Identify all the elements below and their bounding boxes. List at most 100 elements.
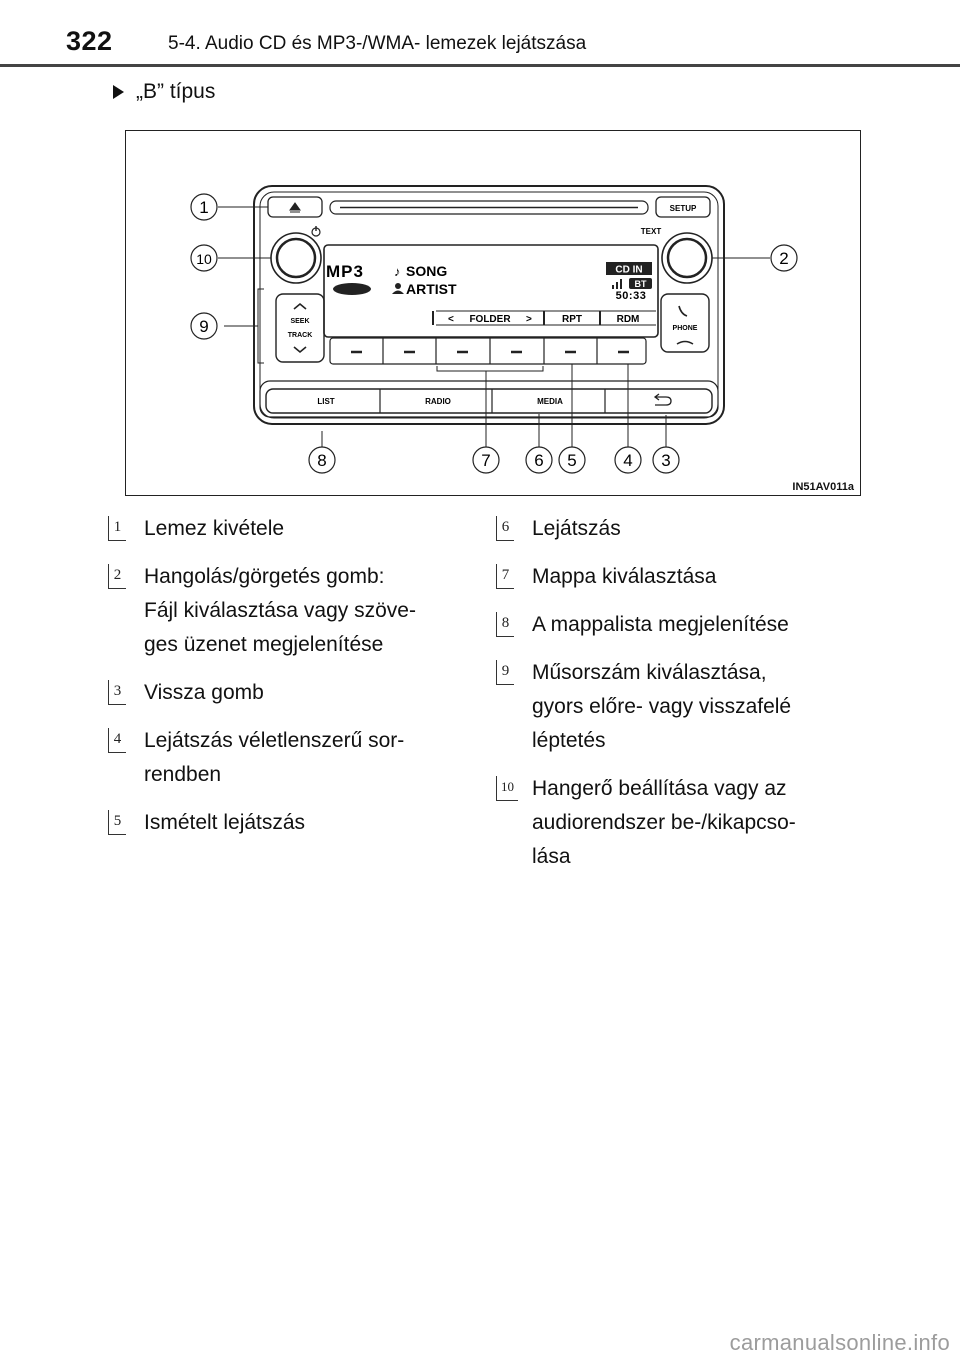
- tune-scroll-knob: [661, 232, 713, 284]
- legend-text: Hangerő beállítása vagy az audiorendszer…: [532, 777, 796, 868]
- figure-code: IN51AV011a: [792, 481, 854, 493]
- list-label: LIST: [317, 397, 334, 406]
- person-icon: [392, 283, 404, 294]
- svg-text:1: 1: [199, 198, 208, 217]
- track-label: TRACK: [288, 332, 313, 339]
- power-icon: [311, 226, 321, 237]
- setup-button: SETUP: [655, 196, 711, 218]
- svg-text:8: 8: [317, 451, 326, 470]
- seek-label: SEEK: [290, 318, 309, 325]
- signal-icon: [612, 279, 622, 289]
- legend-text: Lejátszás véletlenszerű sor- rendben: [144, 729, 405, 786]
- callouts: 1 10 9 2 8 7 6 5 4 3: [190, 193, 798, 474]
- legend-right: 6 Lejátszás 7 Mappa kiválasztása 8 A map…: [496, 512, 856, 888]
- legend-text: A mappalista megjelenítése: [532, 613, 789, 636]
- cd-slot: [329, 200, 649, 215]
- media-label: MEDIA: [537, 397, 563, 406]
- time-display: 50:33: [616, 290, 647, 302]
- rdm-label: RDM: [617, 314, 640, 325]
- legend-item: 5 Ismételt lejátszás: [108, 806, 468, 840]
- bt-badge: [629, 278, 652, 289]
- callout-8: 8: [308, 446, 336, 474]
- eject-icon: [289, 202, 301, 213]
- legend-number: 4: [108, 728, 126, 753]
- phone-pickup-icon: [678, 305, 688, 317]
- note-icon: ♪: [394, 264, 401, 279]
- legend-item: 1 Lemez kivétele: [108, 512, 468, 546]
- bottom-button-bar: LIST RADIO MEDIA: [265, 388, 713, 414]
- radio-illustration: SETUP TEXT MP3 ♪ SONG ARTIST CD IN: [190, 185, 798, 474]
- folder-label: FOLDER: [469, 314, 511, 325]
- svg-text:7: 7: [481, 451, 490, 470]
- legend-text: Ismételt lejátszás: [144, 811, 306, 834]
- source-badge-label: CD IN: [615, 265, 642, 276]
- format-label: MP3: [326, 262, 364, 281]
- svg-text:>: >: [526, 314, 532, 325]
- watermark: carmanualsonline.info: [729, 1330, 950, 1355]
- legend-number: 10: [496, 776, 518, 801]
- text-label: TEXT: [641, 227, 662, 236]
- rpt-label: RPT: [562, 314, 582, 325]
- legend-number: 1: [108, 516, 126, 541]
- svg-text:9: 9: [199, 317, 208, 336]
- header-rule: [0, 64, 960, 67]
- legend-text: Lejátszás: [532, 517, 621, 540]
- display-screen: [323, 244, 659, 338]
- legend-left: 1 Lemez kivétele 2 Hangolás/görgetés gom…: [108, 512, 468, 854]
- callout-3: 3: [652, 446, 680, 474]
- callout-6: 6: [525, 446, 553, 474]
- svg-text:10: 10: [196, 251, 212, 267]
- radio-label: RADIO: [425, 397, 451, 406]
- svg-text:4: 4: [623, 451, 632, 470]
- legend-item: 4 Lejátszás véletlenszerű sor- rendben: [108, 724, 468, 792]
- legend-item: 7 Mappa kiválasztása: [496, 560, 856, 594]
- phone-label: PHONE: [673, 325, 698, 332]
- preset-buttons: [329, 337, 647, 365]
- legend-number: 3: [108, 680, 126, 705]
- callout-5: 5: [558, 446, 586, 474]
- page-header: 322 5-4. Audio CD és MP3-/WMA- lemezek l…: [0, 0, 960, 70]
- volume-knob: [270, 232, 322, 284]
- song-label: SONG: [406, 263, 447, 279]
- chapter-title: 5-4. Audio CD és MP3-/WMA- lemezek leját…: [168, 33, 587, 54]
- legend-item: 9 Műsorszám kiválasztása, gyors előre- v…: [496, 656, 856, 758]
- legend-item: 3 Vissza gomb: [108, 676, 468, 710]
- page-number: 322: [66, 26, 113, 56]
- callout-7: 7: [472, 446, 500, 474]
- legend-item: 10 Hangerő beállítása vagy az audiorends…: [496, 772, 856, 874]
- callout-10: 10: [190, 244, 218, 272]
- legend-item: 8 A mappalista megjelenítése: [496, 608, 856, 642]
- chevron-up-icon: [293, 302, 307, 310]
- legend-text: Lemez kivétele: [144, 517, 285, 540]
- legend-number: 2: [108, 564, 126, 589]
- svg-text:6: 6: [534, 451, 543, 470]
- chevron-down-icon: [293, 346, 307, 354]
- legend-item: 2 Hangolás/görgetés gomb: Fájl kiválaszt…: [108, 560, 468, 662]
- callout-2: 2: [770, 244, 798, 272]
- svg-text:3: 3: [661, 451, 670, 470]
- disc-icon: [333, 283, 371, 295]
- legend-number: 9: [496, 660, 514, 685]
- svg-text:5: 5: [567, 451, 576, 470]
- legend-number: 5: [108, 810, 126, 835]
- artist-label: ARTIST: [406, 281, 457, 297]
- legend-text: Vissza gomb: [144, 681, 264, 704]
- radio-figure: SETUP TEXT MP3 ♪ SONG ARTIST CD IN: [125, 130, 861, 496]
- back-icon: [653, 393, 672, 406]
- triangle-bullet-icon: [113, 85, 124, 99]
- eject-button: [267, 196, 323, 218]
- callout-4: 4: [614, 446, 642, 474]
- legend-text: Műsorszám kiválasztása, gyors előre- vag…: [532, 661, 792, 752]
- section-title: „B” típus: [136, 80, 216, 103]
- phone-hangup-icon: [676, 340, 694, 345]
- legend-item: 6 Lejátszás: [496, 512, 856, 546]
- legend-number: 8: [496, 612, 514, 637]
- section-heading: „B” típus: [113, 80, 215, 104]
- seek-track-button: SEEK TRACK: [275, 293, 325, 363]
- bt-badge-label: BT: [635, 279, 647, 289]
- phone-button: PHONE: [660, 293, 710, 353]
- callout-1: 1: [190, 193, 218, 221]
- callout-9: 9: [190, 312, 218, 340]
- legend-text: Mappa kiválasztása: [532, 565, 717, 588]
- legend-number: 7: [496, 564, 514, 589]
